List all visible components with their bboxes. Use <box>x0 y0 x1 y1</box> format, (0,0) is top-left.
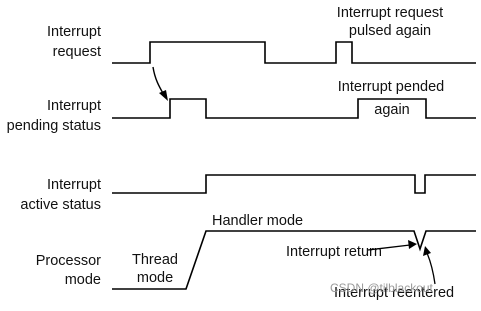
annotation-interrupt-reentered: Interrupt reentered <box>334 285 454 301</box>
label-interrupt-request-line1: Interrupt <box>47 24 101 40</box>
label-active-status-line2: active status <box>20 197 101 213</box>
annotation-thread-mode-line2: mode <box>137 270 173 286</box>
label-processor-mode-line1: Processor <box>36 253 101 269</box>
label-active-status-line1: Interrupt <box>47 177 101 193</box>
annotation-thread-mode-line1: Thread <box>132 252 178 268</box>
annotation-interrupt-return: Interrupt return <box>286 244 382 260</box>
waveform-processor-mode <box>112 230 476 290</box>
arrow-request-to-pending <box>152 66 165 96</box>
label-interrupt-request-line2: request <box>53 44 101 60</box>
annotation-handler-mode: Handler mode <box>212 213 303 229</box>
waveform-interrupt-active-status <box>112 174 476 194</box>
waveform-interrupt-pending-status <box>112 98 476 119</box>
label-pending-status-line1: Interrupt <box>47 98 101 114</box>
annotation-pended-again-line1: Interrupt pended <box>338 79 444 95</box>
arrowhead-request-to-pending <box>159 90 168 101</box>
arrow-interrupt-return <box>367 244 411 251</box>
arrow-interrupt-reentered <box>426 252 436 285</box>
label-pending-status-line2: pending status <box>7 118 101 134</box>
label-processor-mode-line2: mode <box>65 272 101 288</box>
annotation-request-pulsed-again-line2: pulsed again <box>349 23 431 39</box>
arrowhead-interrupt-reentered <box>423 246 431 256</box>
annotation-pended-again-line2: again <box>374 102 409 118</box>
watermark: CSDN @tilblackout <box>330 281 434 295</box>
annotation-request-pulsed-again-line1: Interrupt request <box>337 5 443 21</box>
arrowhead-interrupt-return <box>408 240 417 249</box>
waveform-interrupt-request <box>112 41 476 64</box>
